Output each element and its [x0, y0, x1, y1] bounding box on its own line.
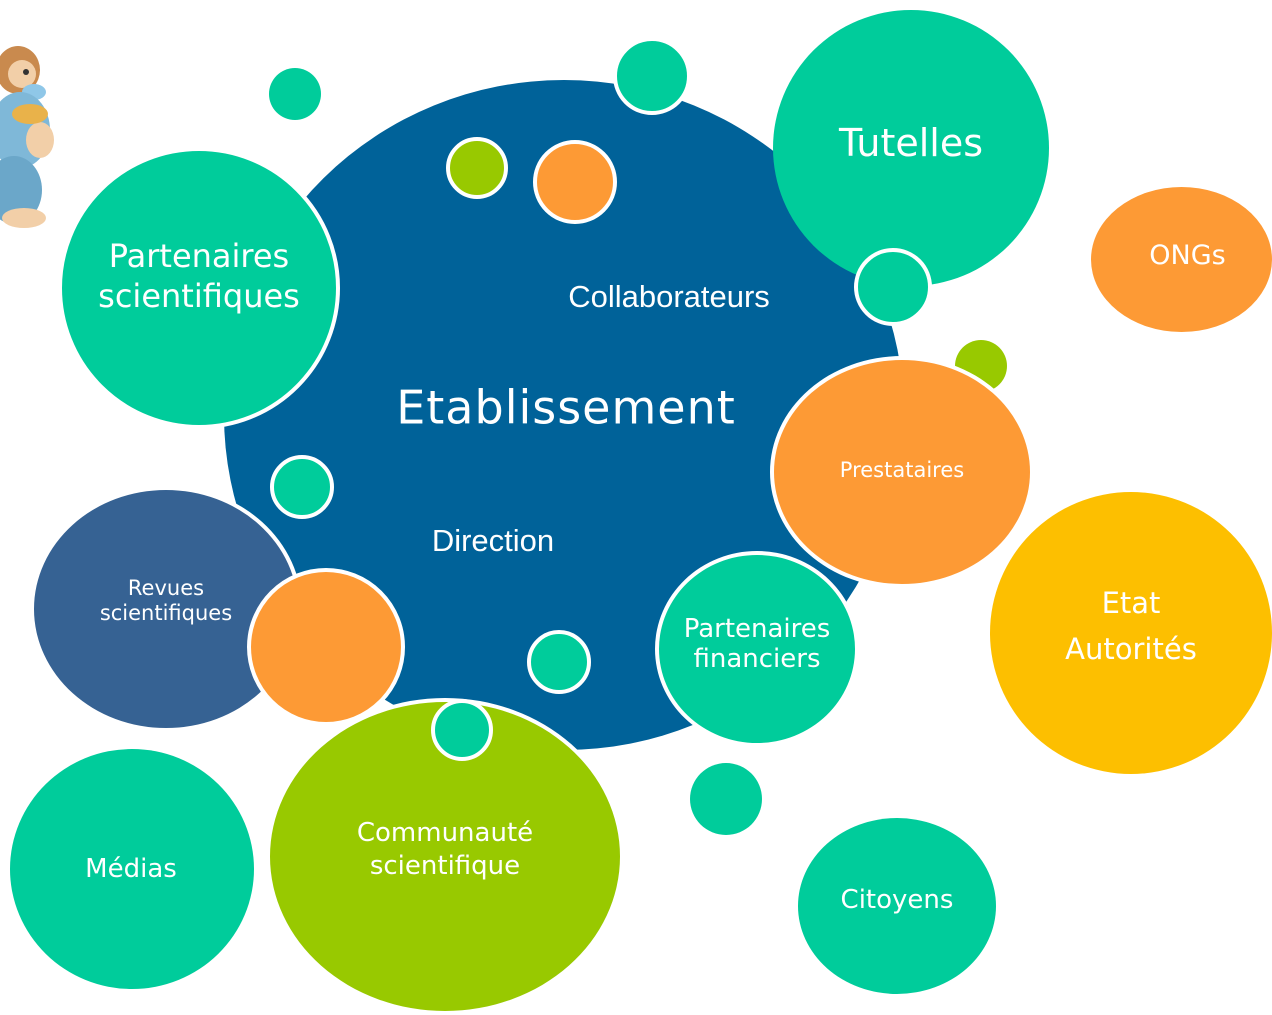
- decor-dot: [247, 568, 405, 726]
- partenaires-financiers-bubble: Partenaires financiers: [655, 551, 859, 747]
- citoyens-bubble: Citoyens: [798, 818, 996, 994]
- partenaires-scientifiques-bubble: Partenaires scientifiques: [58, 147, 340, 429]
- revues-scientifiques-bubble: Revues scientifiques: [30, 486, 302, 732]
- etat-autorites-label: Etat Autorités: [1065, 585, 1197, 666]
- citoyens-label: Citoyens: [840, 884, 954, 915]
- etat-autorites-bubble: Etat Autorités: [990, 492, 1272, 774]
- partenaires-financiers-label: Partenaires financiers: [683, 614, 831, 674]
- tutelles-label: Tutelles: [838, 121, 984, 166]
- medias-bubble: Médias: [10, 749, 254, 989]
- medias-label: Médias: [85, 853, 177, 884]
- collaborateurs-label: Collaborateurs: [568, 279, 770, 314]
- decor-dot: [854, 248, 932, 326]
- cartoon-character-icon: [0, 46, 54, 228]
- prestataires-bubble: Prestataires: [770, 356, 1034, 588]
- decor-dot: [613, 37, 691, 115]
- tutelles-bubble: Tutelles: [773, 10, 1049, 286]
- partenaires-scientifiques-label: Partenaires scientifiques: [98, 237, 300, 315]
- decor-dot: [690, 763, 762, 835]
- decor-dot: [269, 68, 321, 120]
- decor-dot: [431, 699, 493, 761]
- ongs-bubble: ONGs: [1091, 187, 1272, 332]
- decor-dot: [446, 137, 508, 199]
- ongs-label: ONGs: [1149, 239, 1226, 271]
- communaute-scientifique-label: Communauté scientifique: [356, 818, 534, 881]
- direction-label: Direction: [431, 523, 555, 558]
- decor-dot: [527, 630, 591, 694]
- revues-scientifiques-label: Revues scientifiques: [99, 575, 233, 625]
- etablissement-title: Etablissement: [396, 380, 736, 435]
- prestataires-label: Prestataires: [839, 457, 965, 482]
- decor-dot: [270, 455, 334, 519]
- decor-dot: [533, 140, 617, 224]
